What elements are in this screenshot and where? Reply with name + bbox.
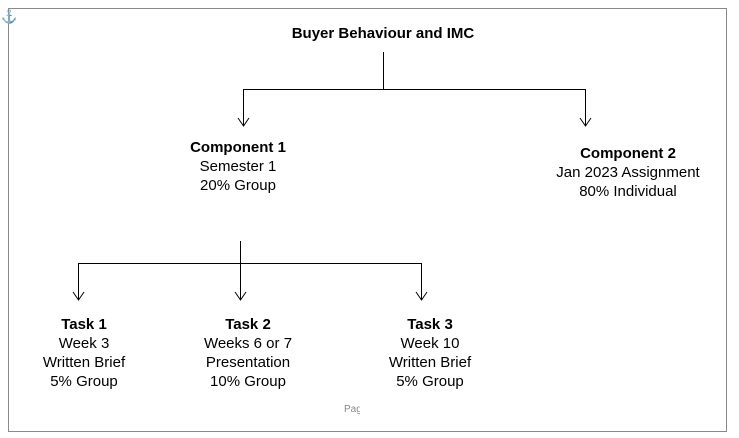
component-2-heading: Component 2 [580,145,676,162]
component-2-line-2: 80% Individual [579,183,677,200]
component1-arrow [237,117,250,127]
task3-arrow [415,291,428,301]
task-1-heading: Task 1 [61,316,107,333]
component-1-line-1: Semester 1 [199,158,277,175]
task-2-heading: Task 2 [225,316,271,333]
component2-arrow [579,117,592,127]
task2-arrow [234,291,247,301]
anchor-icon: ⚓ [1,9,18,24]
diagram-title: Buyer Behaviour and IMC [291,25,475,42]
page-footer-label: Page [344,404,360,415]
task-3-box: Task 3 Week 10 Written Brief 5% Group [370,315,490,391]
task-2-box: Task 2 Weeks 6 or 7 Presentation 10% Gro… [188,315,308,391]
task-2-line-1: Weeks 6 or 7 [203,335,293,352]
task-3-line-3: 5% Group [396,373,464,390]
task-1-line-3: 5% Group [50,373,118,390]
component-1-heading: Component 1 [190,139,286,156]
task-1-box: Task 1 Week 3 Written Brief 5% Group [24,315,144,391]
component-2-line-1: Jan 2023 Assignment [556,164,700,181]
task1-arrow [72,291,85,301]
component-2-box: Component 2 Jan 2023 Assignment 80% Indi… [528,144,728,201]
task-3-line-1: Week 10 [400,335,460,352]
task-2-line-2: Presentation [205,354,291,371]
task-1-line-1: Week 3 [58,335,110,352]
component-1-box: Component 1 Semester 1 20% Group [158,138,318,195]
task-2-line-3: 10% Group [210,373,286,390]
task-1-line-2: Written Brief [42,354,126,371]
task-3-line-2: Written Brief [388,354,472,371]
page-frame [8,8,727,432]
task-3-heading: Task 3 [407,316,453,333]
component-1-line-2: 20% Group [200,177,276,194]
